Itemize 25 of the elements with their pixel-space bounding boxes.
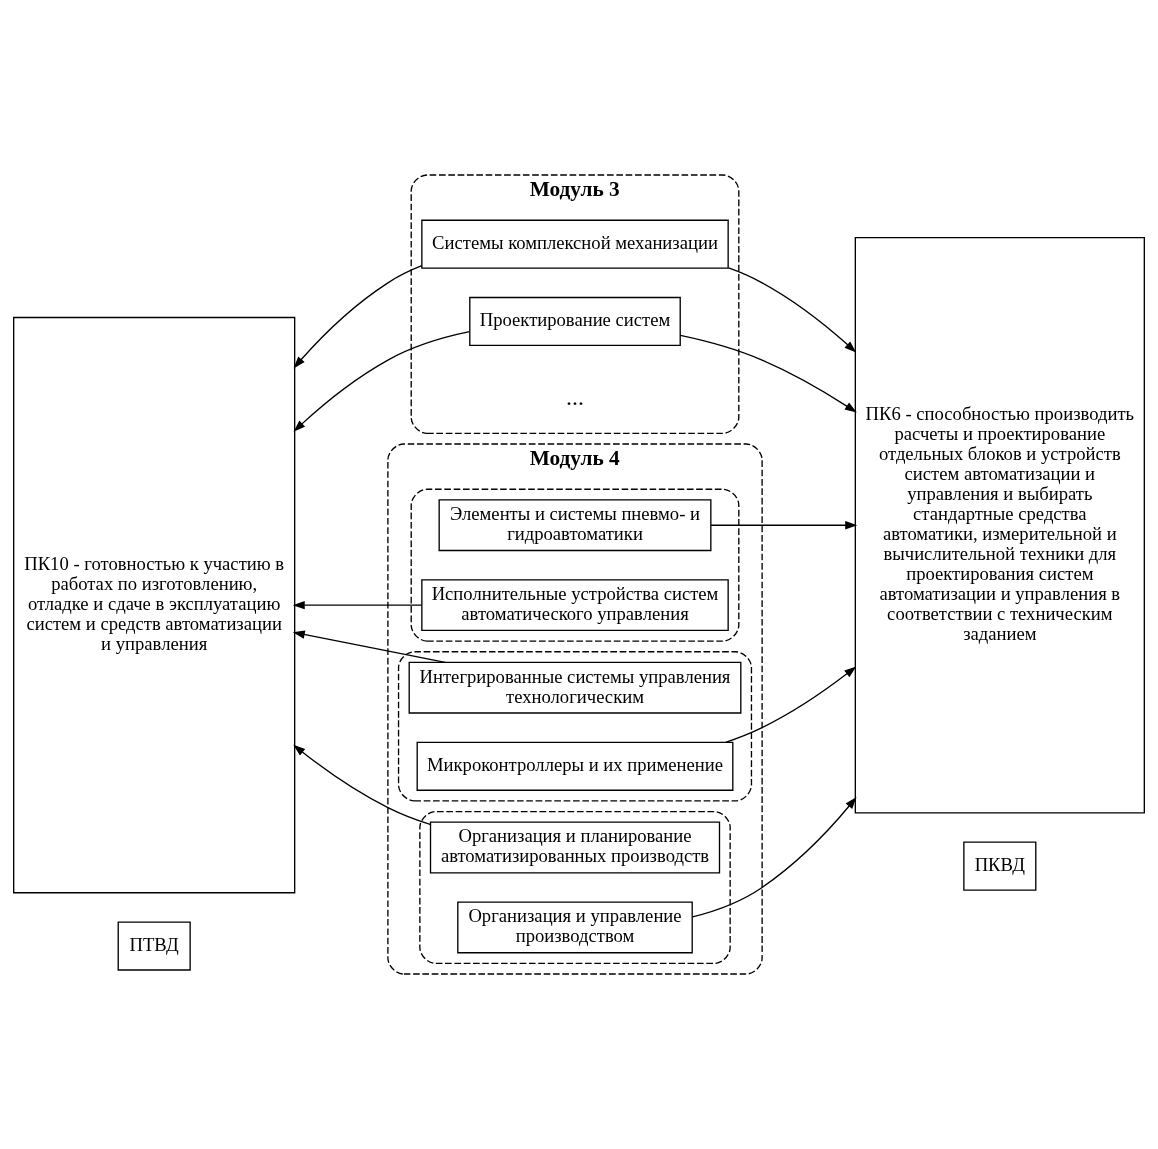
label: ... xyxy=(566,383,584,410)
node-box: Проектирование систем xyxy=(469,296,681,347)
node-box: ПК10 - готовностью к участию в работах по изготовлению, отладке и сдаче в эксплуатацию систем и средств автоматизации и управления xyxy=(13,316,296,894)
node-box: Элементы и системы пневмо- и гидроавтоматики xyxy=(438,499,712,552)
arrow xyxy=(293,265,423,369)
node-box: ПТВД xyxy=(117,921,191,971)
arrow xyxy=(691,796,857,918)
arrow xyxy=(292,600,423,610)
node-box: ПК6 - способностью производить расчеты и проектирование отдельных блоков и устройств систем автоматизации и управления и выбирать стандартные средства автоматики, измерительной и вычислительной техники для проектирования систем автоматизации и управления в соответствии с техническим заданием xyxy=(854,236,1145,814)
cluster xyxy=(397,651,753,802)
node-box: Организация и управление производством xyxy=(457,901,693,954)
arrow xyxy=(293,744,431,826)
node-box: ПКВД xyxy=(963,841,1037,891)
arrow xyxy=(727,267,857,353)
arrow xyxy=(724,666,857,743)
arrow xyxy=(679,334,857,413)
arrow xyxy=(710,521,858,530)
node-box: Системы комплексной механизации xyxy=(421,219,729,269)
cluster xyxy=(410,488,740,642)
node-box: Организация и планирование автоматизированных производств xyxy=(429,821,721,874)
node-box: Интегрированные системы управления технологическим xyxy=(408,661,742,714)
node-box: Исполнительные устройства систем автоматического управления xyxy=(421,579,729,632)
node-box: Микроконтроллеры и их применение xyxy=(416,741,734,791)
cluster xyxy=(419,810,731,965)
arrow xyxy=(293,331,471,432)
